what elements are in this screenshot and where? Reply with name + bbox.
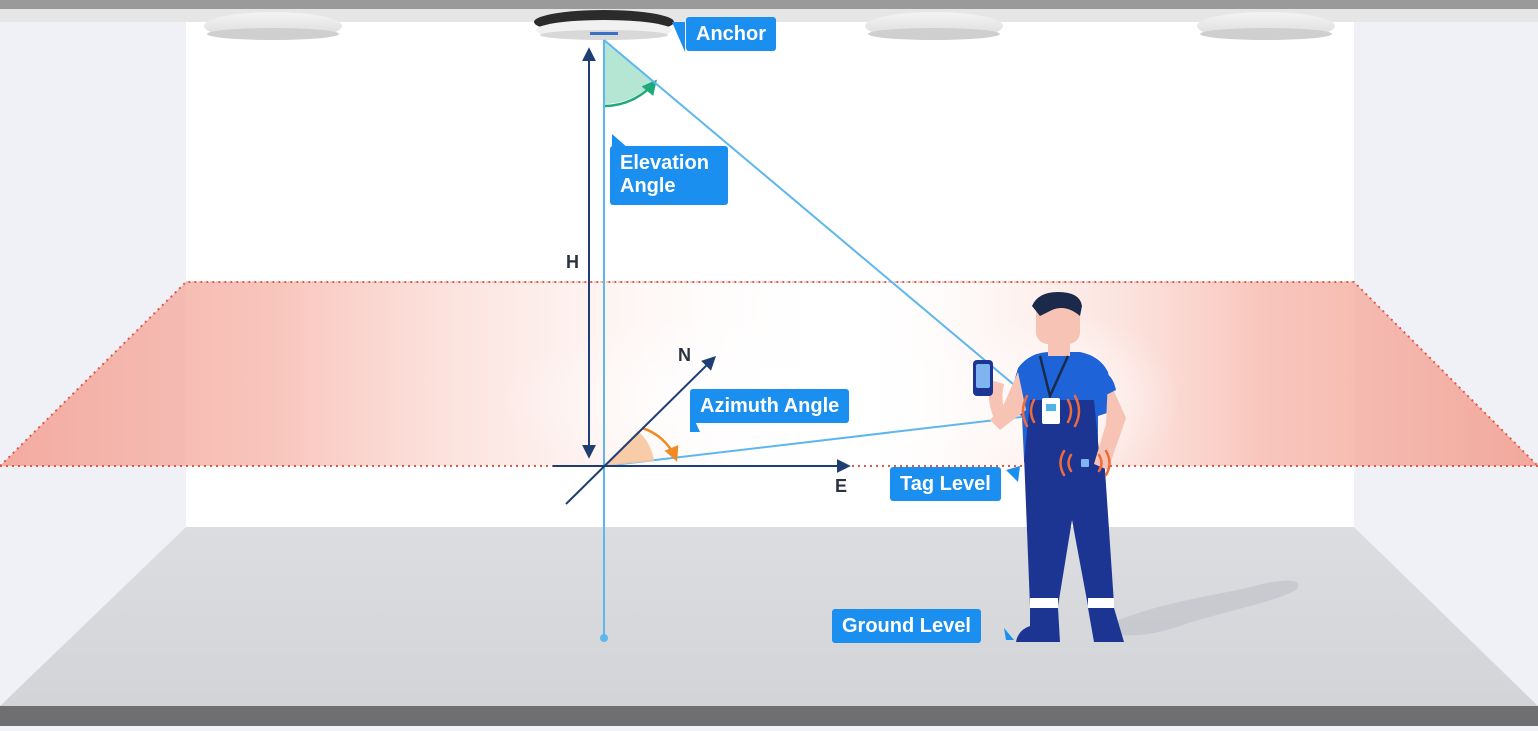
ceiling-top-edge (0, 0, 1538, 9)
active-anchor-icon (534, 10, 674, 40)
tag-level-label: Tag Level (890, 467, 1001, 501)
ground-callout-tail (1004, 628, 1014, 640)
signal-wave-icon (1059, 449, 1111, 477)
signal-wave-icon (1021, 394, 1081, 428)
anchor-to-tag-beam (603, 39, 1045, 411)
elevation-wedge (604, 40, 653, 105)
floor (0, 527, 1538, 706)
anchor-label: Anchor (686, 17, 776, 51)
azimuth-wedge (604, 431, 654, 466)
ground-level-label: Ground Level (832, 609, 981, 643)
ground-point (600, 634, 608, 642)
ceiling-anchor-icon (204, 12, 342, 40)
height-label: H (566, 252, 579, 272)
east-label: E (835, 476, 848, 496)
ceiling-strip (0, 9, 1538, 22)
north-axis (565, 356, 716, 505)
anchor-callout-tail (672, 22, 685, 52)
ceiling-anchor-icon (865, 12, 1003, 40)
elevation-arc (603, 79, 657, 108)
azimuth-angle-label: Azimuth Angle (690, 389, 850, 423)
person-with-tag-icon (973, 292, 1126, 642)
north-label: N (678, 345, 691, 365)
ceiling-anchor-icon (1197, 12, 1335, 40)
bottom-edge (0, 706, 1538, 726)
tag-callout-tail (1006, 466, 1020, 482)
elevation-angle-label: Elevation Angle (610, 146, 728, 205)
person-shadow (1100, 580, 1299, 636)
azimuth-arc (641, 426, 679, 462)
